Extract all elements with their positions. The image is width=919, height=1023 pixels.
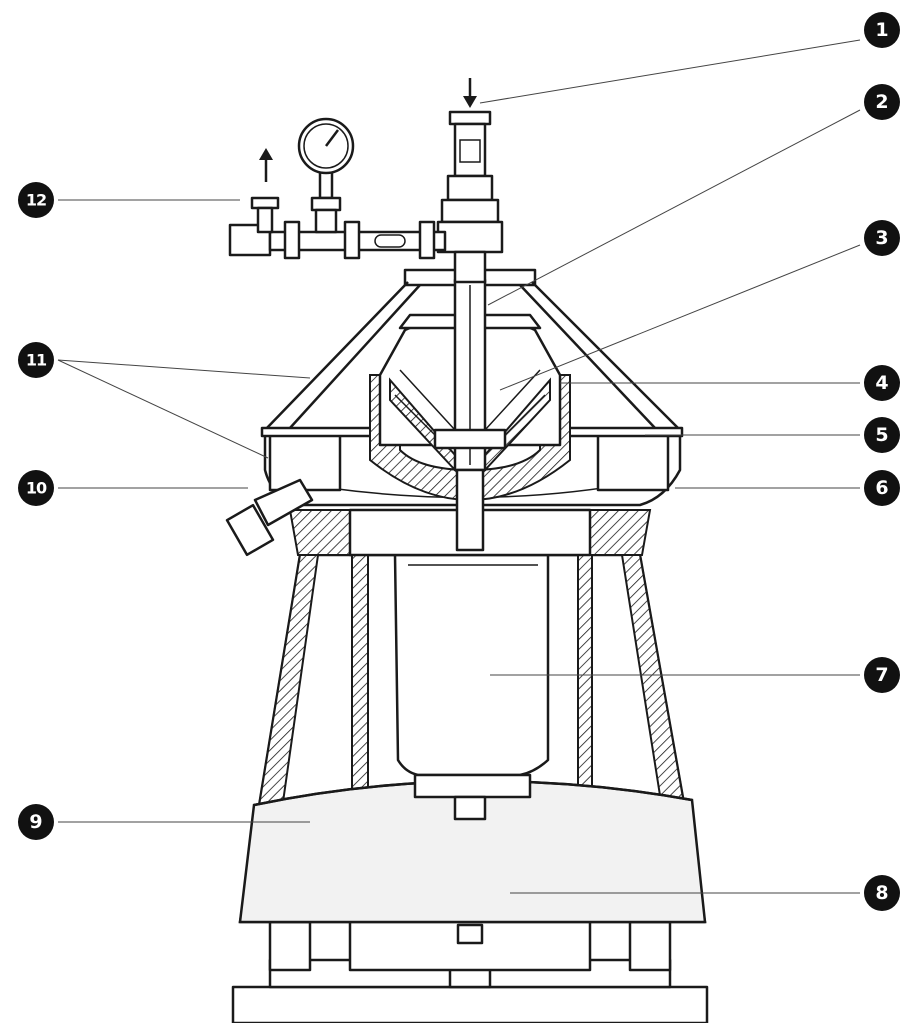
outlet-up-arrow (259, 148, 273, 182)
svg-text:2: 2 (875, 91, 888, 113)
callout-badge-3: 3 (864, 220, 900, 256)
frame-stand (238, 553, 707, 924)
callout-badge-9: 9 (18, 804, 54, 840)
inlet-down-arrow (463, 78, 477, 108)
callout-badge-1: 1 (864, 12, 900, 48)
callout-badge-2: 2 (864, 84, 900, 120)
callout-badge-7: 7 (864, 657, 900, 693)
callout-leader-lines (57, 39, 861, 894)
drain-outlet-pipe (225, 478, 314, 557)
callout-badge-6: 6 (864, 470, 900, 506)
leader-11a (57, 359, 311, 379)
callout-badge-11: 11 (18, 342, 54, 378)
outlet-pipe (228, 117, 447, 260)
svg-text:10: 10 (26, 479, 47, 498)
callout-badge-4: 4 (864, 365, 900, 401)
callout-badge-5: 5 (864, 417, 900, 453)
svg-text:1: 1 (875, 19, 888, 41)
separator-bowl (369, 278, 571, 552)
svg-text:8: 8 (875, 882, 888, 904)
callout-badge-8: 8 (864, 875, 900, 911)
svg-text:9: 9 (29, 811, 42, 833)
inlet-fitting (436, 110, 504, 284)
svg-text:12: 12 (26, 191, 46, 210)
callout-badge-12: 12 (18, 182, 54, 218)
svg-text:5: 5 (875, 424, 888, 446)
pressure-gauge (297, 117, 355, 175)
svg-text:11: 11 (26, 351, 47, 370)
leader-2 (487, 109, 861, 306)
svg-text:3: 3 (875, 227, 888, 249)
electric-motor (393, 553, 550, 821)
svg-text:6: 6 (875, 477, 888, 499)
leader-11b (57, 359, 269, 459)
svg-text:7: 7 (875, 664, 888, 686)
svg-text:4: 4 (875, 372, 888, 394)
leader-3 (499, 244, 861, 391)
leader-1 (479, 39, 861, 104)
callout-badge-10: 10 (18, 470, 54, 506)
